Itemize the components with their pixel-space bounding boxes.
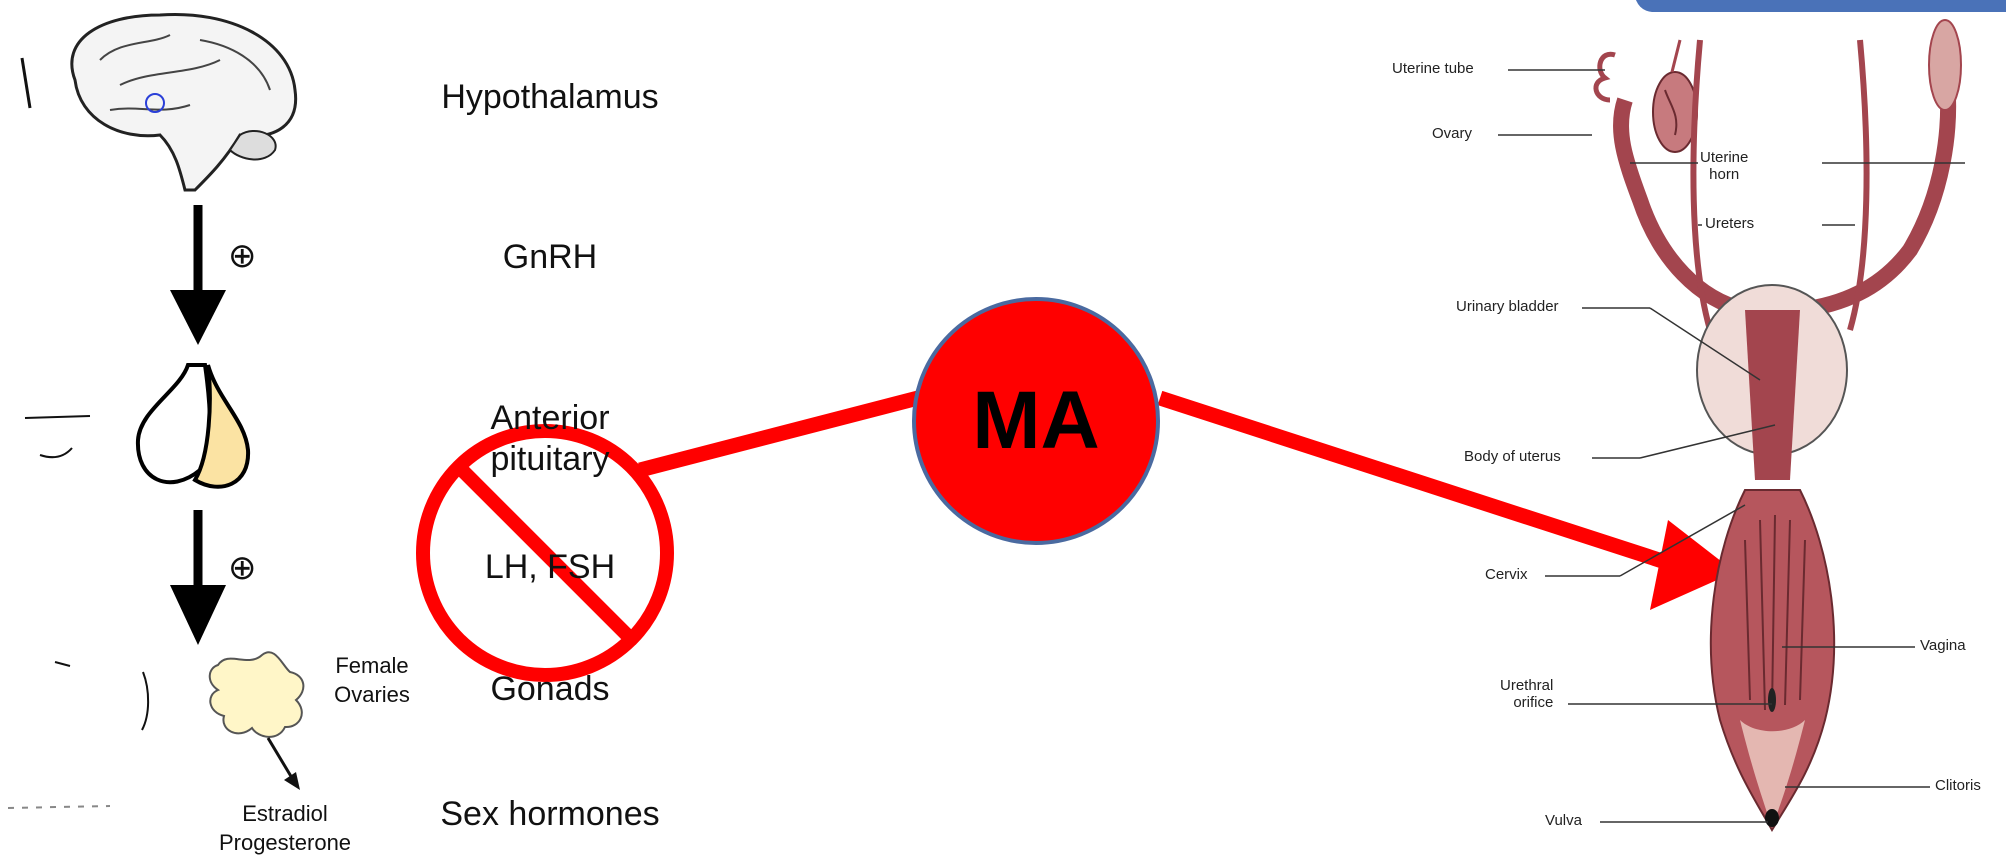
- down-arrow-icon: [170, 510, 226, 645]
- ma-line-left: [638, 390, 920, 478]
- label-hypothalamus: Hypothalamus: [441, 78, 659, 116]
- ma-arrow-head: [1650, 520, 1735, 610]
- label-gonads: Gonads: [490, 670, 610, 708]
- pituitary-icon: [135, 363, 251, 489]
- stray-mark: [141, 671, 150, 731]
- anatomy-label-uterine-tube: Uterine tube: [1392, 60, 1474, 77]
- hormone-arrow: [266, 737, 294, 779]
- anatomy-label-uterine-horn: Uterine horn: [1700, 149, 1749, 183]
- label-female-ovaries: Female Ovaries: [334, 653, 410, 707]
- stray-mark: [54, 661, 71, 667]
- prohibition-icon: [416, 424, 674, 682]
- anatomy-label-ovary: Ovary: [1432, 125, 1473, 142]
- hormone-arrow-head: [284, 772, 300, 790]
- down-arrow-icon: [170, 205, 226, 345]
- stimulatory-symbol: ⊕: [228, 549, 257, 587]
- anatomy-label-urinary-bladder: Urinary bladder: [1456, 298, 1559, 315]
- anatomy-label-vulva: Vulva: [1545, 812, 1582, 829]
- corner-banner: [1635, 0, 2006, 12]
- female-reproductive-anatomy: [1593, 19, 1962, 832]
- ma-label: MA: [972, 375, 1100, 466]
- label-anterior-pituitary: Anterior pituitary: [490, 399, 610, 478]
- anatomy-label-clitoris: Clitoris: [1935, 777, 1981, 794]
- stray-mark: [24, 415, 91, 419]
- anatomy-leader-lines: [1498, 69, 1965, 823]
- anatomy-label-urethral-orifice: Urethral orifice: [1500, 677, 1554, 711]
- anatomy-label-body-of-uterus: Body of uterus: [1464, 448, 1561, 465]
- anatomy-label-vagina: Vagina: [1920, 637, 1966, 654]
- anatomy-label-ureters: Ureters: [1705, 215, 1755, 232]
- label-lh-fsh: LH, FSH: [484, 548, 616, 586]
- stimulatory-symbol: ⊕: [228, 237, 257, 275]
- anatomy-label-cervix: Cervix: [1485, 566, 1528, 583]
- ma-circle: MA: [912, 297, 1160, 545]
- label-estradiol-progesterone: Estradiol Progesterone: [218, 801, 352, 855]
- label-sex-hormones: Sex hormones: [440, 795, 660, 833]
- brain-icon: [70, 12, 298, 192]
- stray-mark: [20, 57, 32, 109]
- stray-mark: [39, 447, 73, 459]
- ovary-icon: [208, 651, 305, 738]
- stray-mark: [7, 805, 111, 809]
- ma-arrow-right: [1157, 390, 1693, 578]
- label-gnrh: GnRH: [502, 238, 598, 276]
